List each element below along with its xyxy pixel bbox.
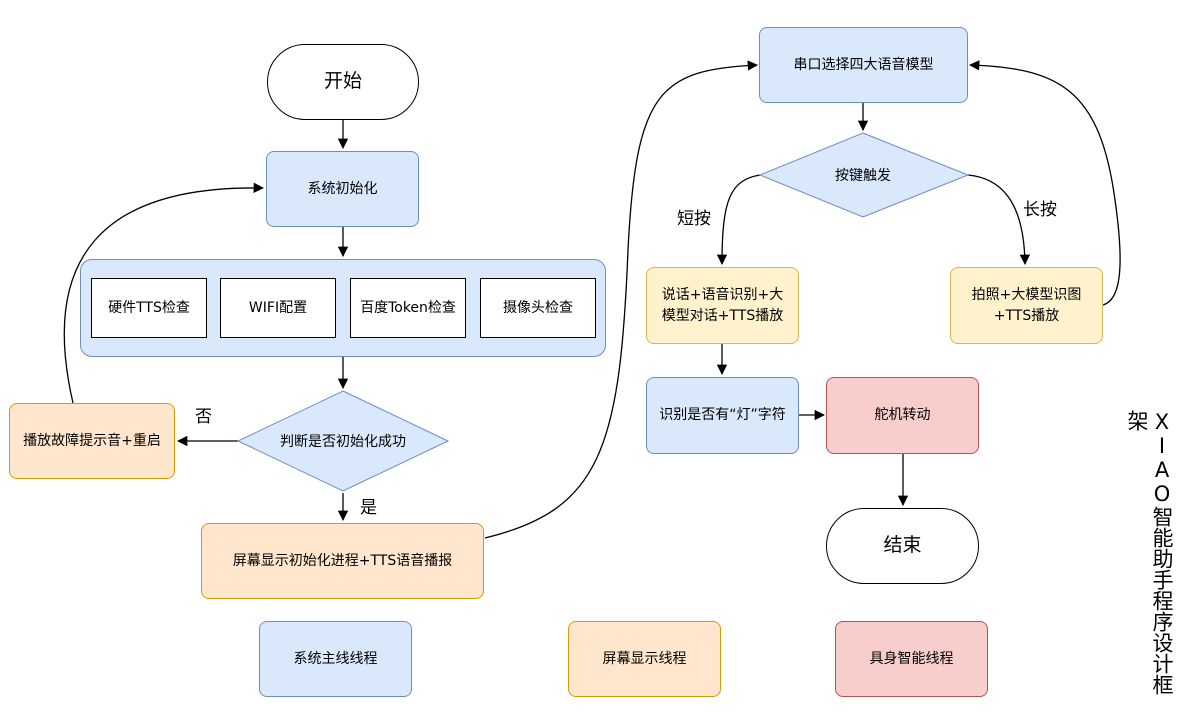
photo-node: 拍照+大模型识图+TTS播放 (950, 267, 1103, 344)
legend-main-thread: 系统主线线程 (259, 621, 412, 697)
edge-label-short-press: 短按 (677, 209, 711, 229)
edge-label-yes: 是 (360, 498, 377, 518)
detect-light-node: 识别是否有“灯”字符 (646, 377, 799, 454)
check-camera-node: 摄像头检查 (480, 278, 596, 338)
judge-init-label: 判断是否初始化成功 (280, 434, 406, 450)
serial-select-node: 串口选择四大语音模型 (759, 27, 968, 103)
edge-photo-to-serial (968, 60, 1121, 306)
system-init-node: 系统初始化 (266, 151, 419, 227)
speak-node: 说话+语音识别+大模型对话+TTS播放 (646, 267, 799, 344)
fault-restart-node: 播放故障提示音+重启 (9, 403, 175, 479)
edge-fault-to-init (63, 182, 265, 404)
edge-label-long-press: 长按 (1023, 200, 1057, 220)
diagram-title: XIAO智能助手程序设计框架 (1125, 410, 1174, 695)
edge-screen-to-serial (484, 60, 759, 539)
screen-show-node: 屏幕显示初始化进程+TTS语音播报 (201, 523, 484, 599)
edge-key-to-speak (716, 174, 761, 266)
edge-label-no: 否 (195, 407, 212, 427)
edge-key-to-photo (967, 174, 1031, 266)
check-wifi-node: WIFI配置 (220, 278, 336, 338)
end-node: 结束 (826, 508, 979, 584)
check-token-node: 百度Token检查 (350, 278, 466, 338)
key-trigger-diamond (758, 132, 970, 218)
servo-node: 舵机转动 (826, 377, 979, 454)
legend-embodied-thread: 具身智能线程 (835, 621, 988, 697)
start-node: 开始 (267, 44, 419, 120)
judge-diamond (236, 390, 450, 492)
key-trigger-label: 按键触发 (835, 168, 891, 184)
check-tts-node: 硬件TTS检查 (91, 278, 207, 338)
legend-screen-thread: 屏幕显示线程 (568, 621, 721, 697)
